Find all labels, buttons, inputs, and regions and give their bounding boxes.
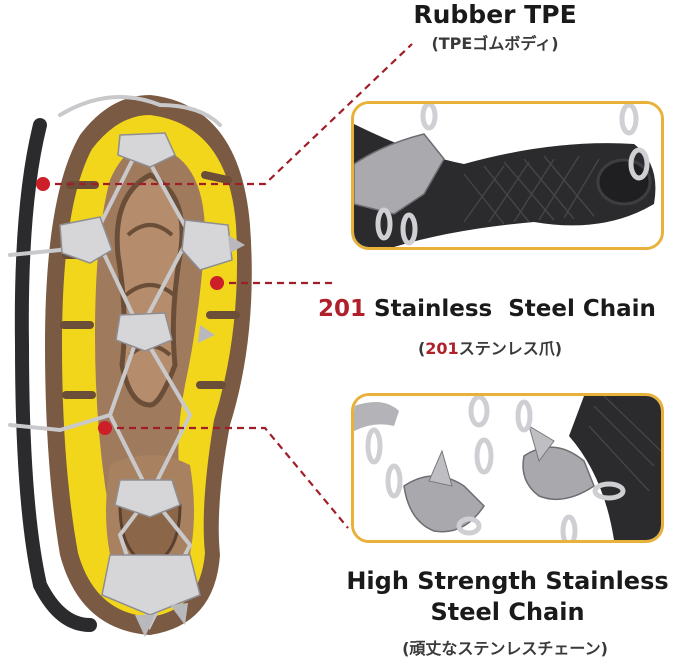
rubber-strap-closeup — [354, 104, 661, 247]
rubber-tpe-inset-image — [351, 101, 664, 250]
product-image — [0, 85, 300, 650]
stainless-chain-title-text: Stainless Steel Chain — [366, 296, 656, 322]
high-strength-chain-inset-image — [351, 393, 664, 543]
high-strength-chain-title-line1: High Strength Stainless — [346, 567, 669, 595]
subtitle-grade-number: 201 — [425, 339, 459, 358]
high-strength-chain-subtitle: (頑丈なステンレスチェーン) — [402, 639, 608, 658]
subtitle-text: ステンレス爪) — [458, 339, 563, 358]
high-strength-chain-title-line2: Steel Chain — [430, 598, 585, 626]
stainless-chain-title: 201 Stainless Steel Chain — [318, 294, 679, 324]
shoe-sole-illustration — [8, 95, 252, 637]
chain-spikes-closeup — [354, 396, 661, 540]
subtitle-open-paren: ( — [417, 339, 426, 358]
stainless-chain-subtitle: (201ステンレス爪) — [390, 338, 590, 360]
rubber-tpe-subtitle: (TPEゴムボディ) — [431, 34, 559, 53]
rubber-tpe-title: Rubber TPE — [413, 0, 577, 29]
stainless-grade-number: 201 — [318, 296, 367, 322]
